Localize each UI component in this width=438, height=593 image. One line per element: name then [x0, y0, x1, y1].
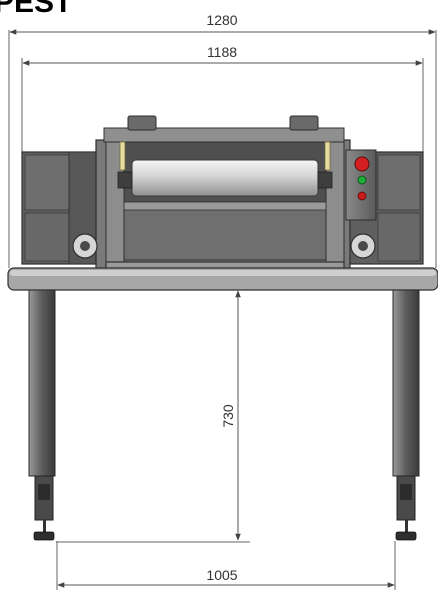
control-panel — [345, 149, 377, 221]
table-leg-left — [28, 289, 56, 541]
dimension-label-table-height: 730 — [220, 404, 236, 428]
dimension-label-leg-spacing: 1005 — [206, 567, 237, 583]
stop-button[interactable] — [357, 191, 367, 201]
table-top — [7, 267, 438, 291]
start-button[interactable] — [357, 175, 367, 185]
dimension-inner-width: 1188 — [21, 44, 424, 152]
table-leg-right — [392, 289, 420, 541]
dimension-table-height: 730 — [56, 290, 250, 543]
dimension-leg-spacing: 1005 — [56, 541, 396, 590]
dimension-label-inner-width: 1188 — [207, 44, 237, 60]
heading-fragment: PEST — [0, 0, 72, 19]
emergency-stop-button[interactable] — [354, 156, 370, 172]
dimension-label-overall-width: 1280 — [206, 12, 237, 28]
dimension-overall-width: 1280 — [8, 12, 437, 268]
